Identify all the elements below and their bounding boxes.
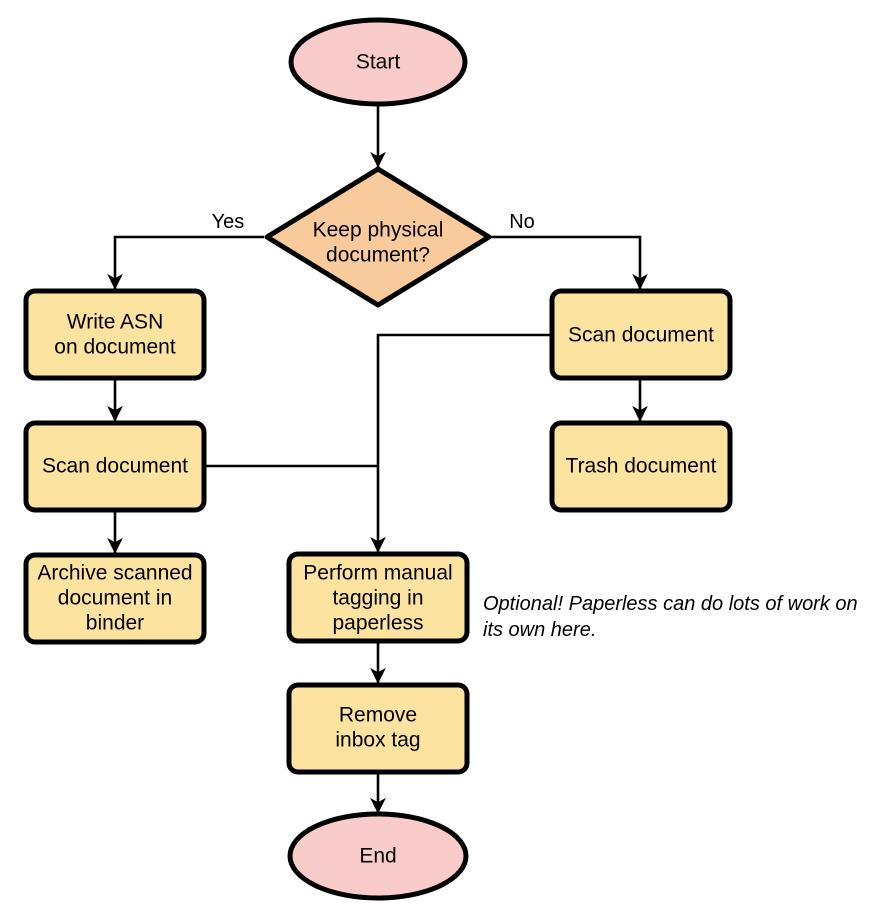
trash-label: Trash document: [566, 455, 717, 478]
node-manual-tagging[interactable]: Perform manual tagging in paperless: [286, 551, 470, 644]
edge-decision-no-to-scan-right: [491, 235, 648, 290]
node-trash-document[interactable]: Trash document: [549, 420, 733, 513]
archive-label-line3: binder: [86, 612, 144, 635]
tagging-box-shape: [286, 551, 470, 644]
scan-left-box-shape: [23, 420, 207, 513]
write-asn-label-line2: on document: [54, 336, 176, 359]
node-remove-inbox-tag[interactable]: Remove inbox tag: [286, 682, 470, 775]
archive-box-shape: [23, 552, 207, 645]
optional-note-line1: Optional! Paperless can do lots of work …: [483, 593, 858, 615]
remove-tag-label-line1: Remove: [339, 704, 417, 727]
tagging-label-line1: Perform manual: [303, 562, 452, 585]
trash-box-shape: [549, 420, 733, 513]
remove-tag-box-shape: [286, 682, 470, 775]
decision-label-line2: document?: [326, 244, 430, 267]
node-end[interactable]: End: [287, 811, 469, 901]
end-label: End: [359, 845, 396, 868]
node-write-asn[interactable]: Write ASN on document: [23, 288, 207, 381]
edge-label-yes: Yes: [212, 211, 245, 233]
remove-tag-label-line2: inbox tag: [335, 729, 420, 752]
node-scan-document-right[interactable]: Scan document: [549, 288, 733, 381]
decision-label-line1: Keep physical: [313, 219, 444, 242]
tagging-label-line2: tagging in: [332, 587, 423, 610]
scan-right-box-shape: [549, 288, 733, 381]
node-start[interactable]: Start: [288, 17, 468, 107]
optional-note-line2: its own here.: [483, 619, 596, 641]
edge-scan-right-to-tagging: [370, 333, 552, 553]
start-label: Start: [356, 51, 401, 74]
node-scan-document-left[interactable]: Scan document: [23, 420, 207, 513]
write-asn-box-shape: [23, 288, 207, 381]
write-asn-label-line1: Write ASN: [67, 311, 163, 334]
scan-right-label: Scan document: [568, 324, 714, 347]
decision-diamond-shape: [264, 166, 492, 308]
node-decision-keep-physical-document[interactable]: Keep physical document?: [264, 166, 492, 308]
archive-label-line2: document in: [58, 587, 172, 610]
end-ellipse-shape: [287, 811, 469, 901]
edge-decision-yes-to-write-asn: [107, 235, 264, 290]
archive-label-line1: Archive scanned: [37, 562, 192, 585]
start-ellipse-shape: [288, 17, 468, 107]
tagging-label-line3: paperless: [332, 612, 423, 635]
edge-label-no: No: [509, 211, 535, 233]
scan-left-label: Scan document: [42, 455, 188, 478]
annotation-optional-note: Optional! Paperless can do lots of work …: [483, 593, 858, 641]
node-archive-in-binder[interactable]: Archive scanned document in binder: [23, 552, 207, 645]
